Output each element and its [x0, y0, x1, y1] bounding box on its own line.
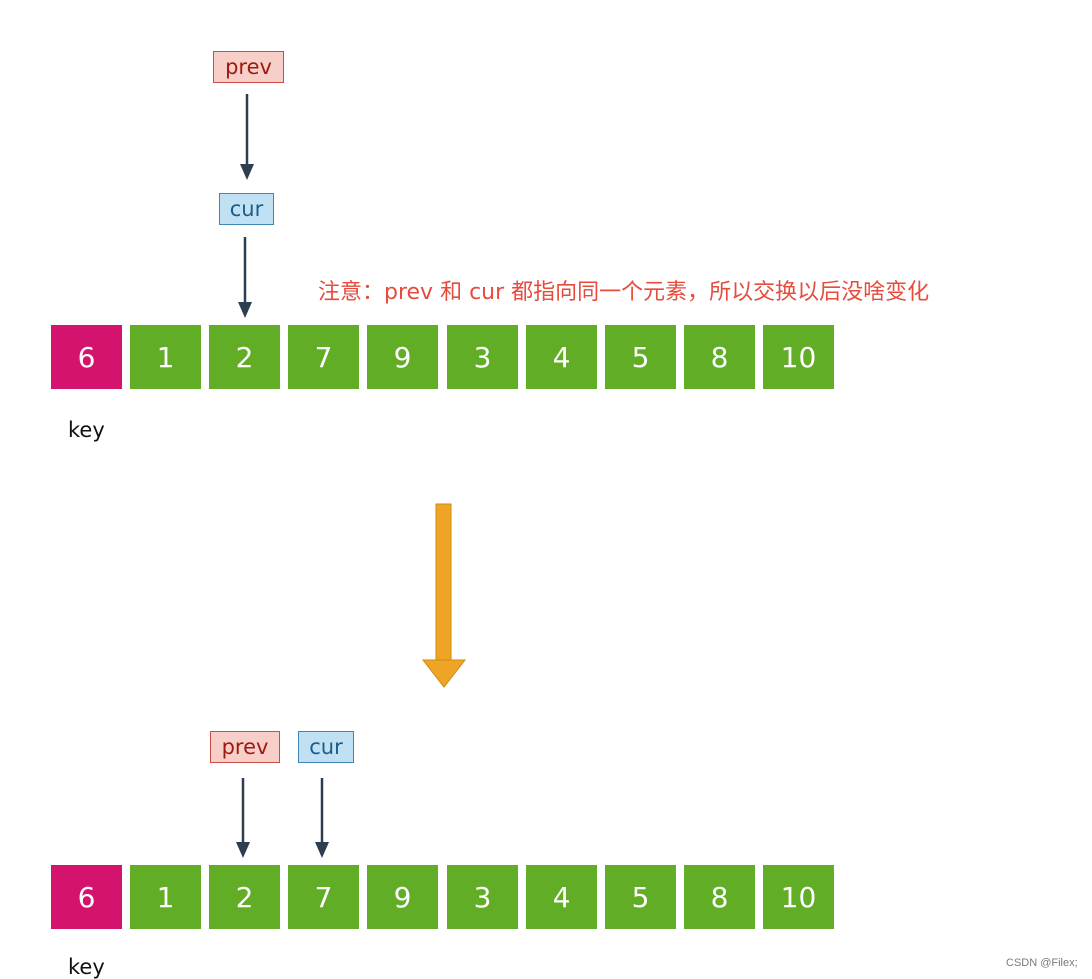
prev-pointer-label: prev — [210, 731, 280, 763]
array-cell-key: 6 — [51, 325, 122, 389]
prev-pointer-label: prev — [213, 51, 284, 83]
array-cell: 7 — [288, 325, 359, 389]
array-cell: 3 — [447, 325, 518, 389]
cur-pointer-label: cur — [219, 193, 274, 225]
array-cell: 9 — [367, 865, 438, 929]
cur-pointer-label: cur — [298, 731, 354, 763]
prev-to-cur-arrow — [240, 94, 254, 180]
array-cell: 2 — [209, 865, 280, 929]
array-cell: 8 — [684, 325, 755, 389]
array-cell: 10 — [763, 325, 834, 389]
array-cell: 4 — [526, 325, 597, 389]
array-cell: 8 — [684, 865, 755, 929]
prev-to-cell-arrow — [236, 778, 250, 858]
array-cell: 10 — [763, 865, 834, 929]
array-cell: 9 — [367, 325, 438, 389]
cur-to-cell-arrow — [315, 778, 329, 858]
array-cell: 3 — [447, 865, 518, 929]
transition-down-arrow — [421, 503, 467, 688]
key-label: key — [68, 418, 105, 442]
key-label: key — [68, 955, 105, 979]
array-cell: 5 — [605, 865, 676, 929]
cur-to-cell-arrow — [238, 237, 252, 318]
array-cell: 1 — [130, 865, 201, 929]
note-text: 注意：prev 和 cur 都指向同一个元素，所以交换以后没啥变化 — [318, 280, 930, 305]
array-cell: 2 — [209, 325, 280, 389]
array-cell-key: 6 — [51, 865, 122, 929]
array-cell: 5 — [605, 325, 676, 389]
array-cell: 7 — [288, 865, 359, 929]
array-cell: 1 — [130, 325, 201, 389]
array-cell: 4 — [526, 865, 597, 929]
csdn-watermark: CSDN @Filex; — [1006, 957, 1078, 969]
